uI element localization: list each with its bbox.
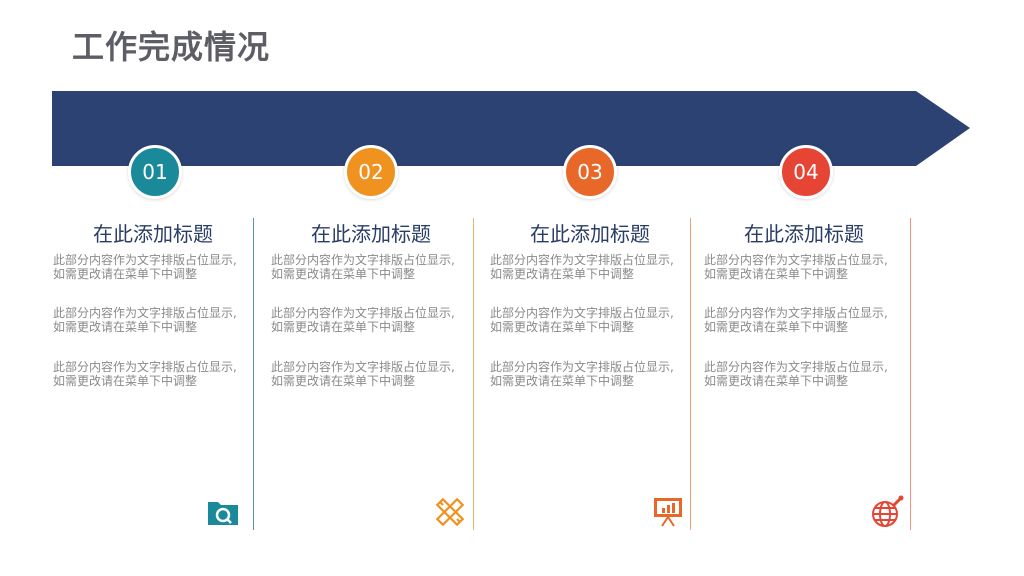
step-number-badge-4: 04 xyxy=(779,145,833,199)
presentation-chart-icon xyxy=(654,498,682,527)
column-4-paragraph-3: 此部分内容作为文字排版占位显示,如需更改请在菜单下中调整 xyxy=(704,360,888,388)
column-1-paragraph-1: 此部分内容作为文字排版占位显示,如需更改请在菜单下中调整 xyxy=(53,253,237,281)
column-divider-2 xyxy=(473,218,474,530)
column-divider-1 xyxy=(253,218,254,530)
column-2-paragraph-2: 此部分内容作为文字排版占位显示,如需更改请在菜单下中调整 xyxy=(271,306,455,334)
step-number-badge-2: 02 xyxy=(344,145,398,199)
column-1-paragraph-3: 此部分内容作为文字排版占位显示,如需更改请在菜单下中调整 xyxy=(53,360,237,388)
folder-search-icon xyxy=(208,502,238,525)
column-heading-1: 在此添加标题 xyxy=(93,222,213,246)
column-2-paragraph-3: 此部分内容作为文字排版占位显示,如需更改请在菜单下中调整 xyxy=(271,360,455,388)
column-3-paragraph-1: 此部分内容作为文字排版占位显示,如需更改请在菜单下中调整 xyxy=(490,253,674,281)
globe-pen-icon xyxy=(872,495,904,527)
column-divider-3 xyxy=(690,218,691,530)
timeline-arrow-banner xyxy=(52,91,970,166)
column-3-paragraph-3: 此部分内容作为文字排版占位显示,如需更改请在菜单下中调整 xyxy=(490,360,674,388)
column-4-paragraph-1: 此部分内容作为文字排版占位显示,如需更改请在菜单下中调整 xyxy=(704,253,888,281)
column-1-paragraph-2: 此部分内容作为文字排版占位显示,如需更改请在菜单下中调整 xyxy=(53,306,237,334)
column-divider-4 xyxy=(910,218,911,530)
column-2-paragraph-1: 此部分内容作为文字排版占位显示,如需更改请在菜单下中调整 xyxy=(271,253,455,281)
column-4-paragraph-2: 此部分内容作为文字排版占位显示,如需更改请在菜单下中调整 xyxy=(704,306,888,334)
page-title: 工作完成情况 xyxy=(72,28,271,66)
column-heading-4: 在此添加标题 xyxy=(744,222,864,246)
column-heading-2: 在此添加标题 xyxy=(311,222,431,246)
step-number-badge-1: 01 xyxy=(128,145,182,199)
column-3-paragraph-2: 此部分内容作为文字排版占位显示,如需更改请在菜单下中调整 xyxy=(490,306,674,334)
pencil-ruler-icon xyxy=(435,497,465,527)
column-heading-3: 在此添加标题 xyxy=(530,222,650,246)
step-number-badge-3: 03 xyxy=(563,145,617,199)
